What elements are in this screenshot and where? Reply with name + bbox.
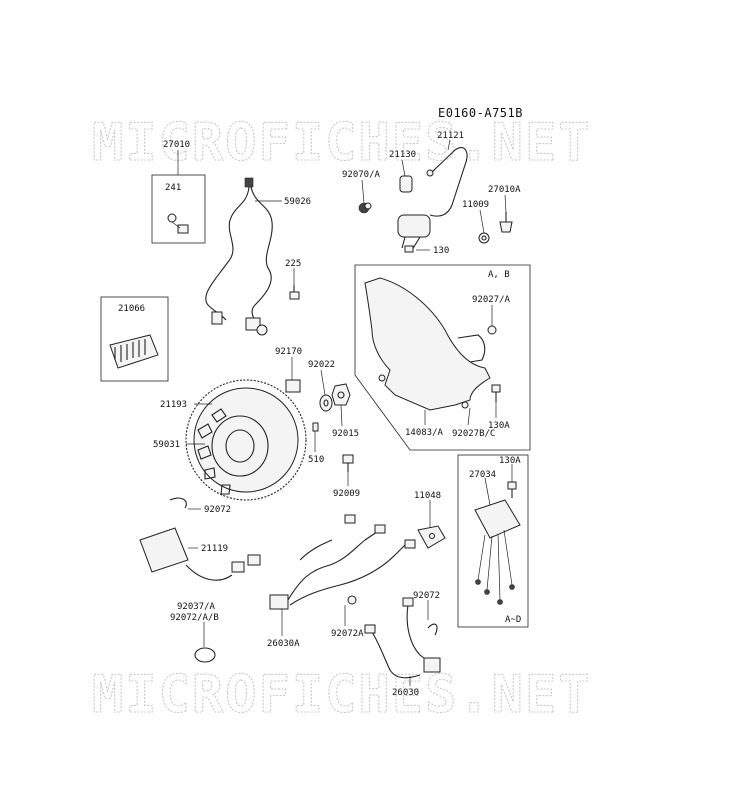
- flywheel-cover-14083A-icon: [364, 277, 497, 411]
- part-labels: 27010 241 59026 21121 21130 92070/A 2701…: [118, 131, 521, 698]
- flywheel-21193-icon: [185, 379, 307, 501]
- part-label-26030: 26030: [392, 688, 419, 698]
- part-label-59031: 59031: [153, 440, 180, 450]
- part-label-21066: 21066: [118, 304, 145, 314]
- part-label-92027A: 92027/A: [472, 295, 511, 305]
- group-label-ad: A~D: [505, 615, 521, 625]
- part-label-21121: 21121: [437, 131, 464, 141]
- box-regulator: [100, 296, 169, 382]
- part-label-11048: 11048: [414, 491, 441, 501]
- part-label-59026: 59026: [284, 197, 311, 207]
- part-label-92072-harness: 92072: [413, 591, 440, 601]
- part-label-92027BC: 92027B/C: [452, 429, 495, 439]
- bolt-225-icon: [289, 285, 300, 300]
- leader-lines: [177, 139, 513, 686]
- box-cdi-ad: [457, 454, 529, 628]
- ignition-coil-21130-icon: [397, 175, 431, 253]
- harness-26030-icon: [364, 597, 441, 679]
- part-label-225: 225: [285, 259, 301, 269]
- part-label-14083A: 14083/A: [405, 428, 444, 438]
- stator-59031-icon: [197, 408, 231, 495]
- part-label-130A-cdi: 130A: [499, 456, 521, 466]
- group-label-ab: A, B: [488, 270, 510, 280]
- part-label-510: 510: [308, 455, 324, 465]
- washer-92022-icon: [319, 394, 333, 412]
- part-label-130A-cover: 130A: [488, 421, 510, 431]
- band-92037A-icon: [194, 647, 216, 663]
- watermark-top: MICROFICHES.NET: [92, 113, 592, 173]
- key-510-icon: [312, 422, 319, 432]
- part-label-21119: 21119: [201, 544, 228, 554]
- part-label-92015: 92015: [332, 429, 359, 439]
- part-label-92022: 92022: [308, 360, 335, 370]
- part-label-26030A: 26030A: [267, 639, 300, 649]
- watermark-bottom: MICROFICHES.NET: [92, 665, 592, 725]
- nut-92015-icon: [331, 383, 351, 406]
- cdi-unit-27034-icon: [474, 499, 521, 605]
- bracket-11048-icon: [417, 525, 446, 549]
- part-label-241: 241: [165, 183, 181, 193]
- part-label-21130: 21130: [389, 150, 416, 160]
- part-label-21193: 21193: [160, 400, 187, 410]
- part-label-130: 130: [433, 246, 449, 256]
- harness-26030A-icon: [269, 514, 416, 610]
- bolt-92009-icon: [342, 454, 354, 472]
- part-label-92170: 92170: [275, 347, 302, 357]
- sensor-27010A-icon: [499, 212, 513, 233]
- part-label-27034: 27034: [469, 470, 496, 480]
- part-label-27010A: 27010A: [488, 185, 521, 195]
- clamp-92070A-icon: [358, 202, 372, 214]
- gasket-11009-icon: [478, 232, 490, 244]
- part-label-92009: 92009: [333, 489, 360, 499]
- part-label-11009: 11009: [462, 200, 489, 210]
- spark-lead-21121-icon: [426, 147, 468, 217]
- screw-241-icon: [167, 213, 189, 234]
- box-241: [151, 174, 206, 244]
- bolt-130A-cdi-icon: [507, 481, 517, 498]
- regulator-21066-icon: [109, 334, 159, 369]
- part-label-92072A: 92072A: [331, 629, 364, 639]
- connector-92170-icon: [285, 379, 301, 393]
- band-92072-icon: [169, 497, 187, 509]
- part-label-92072-band: 92072: [204, 505, 231, 515]
- bolt-130A-icon: [491, 384, 501, 402]
- harness-59026-icon: [205, 177, 273, 336]
- diagram-id: E0160-A751B: [438, 106, 523, 120]
- box-cover-ab: [354, 264, 531, 451]
- part-label-92037A: 92037/A: [177, 602, 216, 612]
- part-label-92070A: 92070/A: [342, 170, 381, 180]
- part-label-92072AB: 92072/A/B: [170, 613, 219, 623]
- part-label-27010: 27010: [163, 140, 190, 150]
- igniter-21119-icon: [139, 527, 261, 581]
